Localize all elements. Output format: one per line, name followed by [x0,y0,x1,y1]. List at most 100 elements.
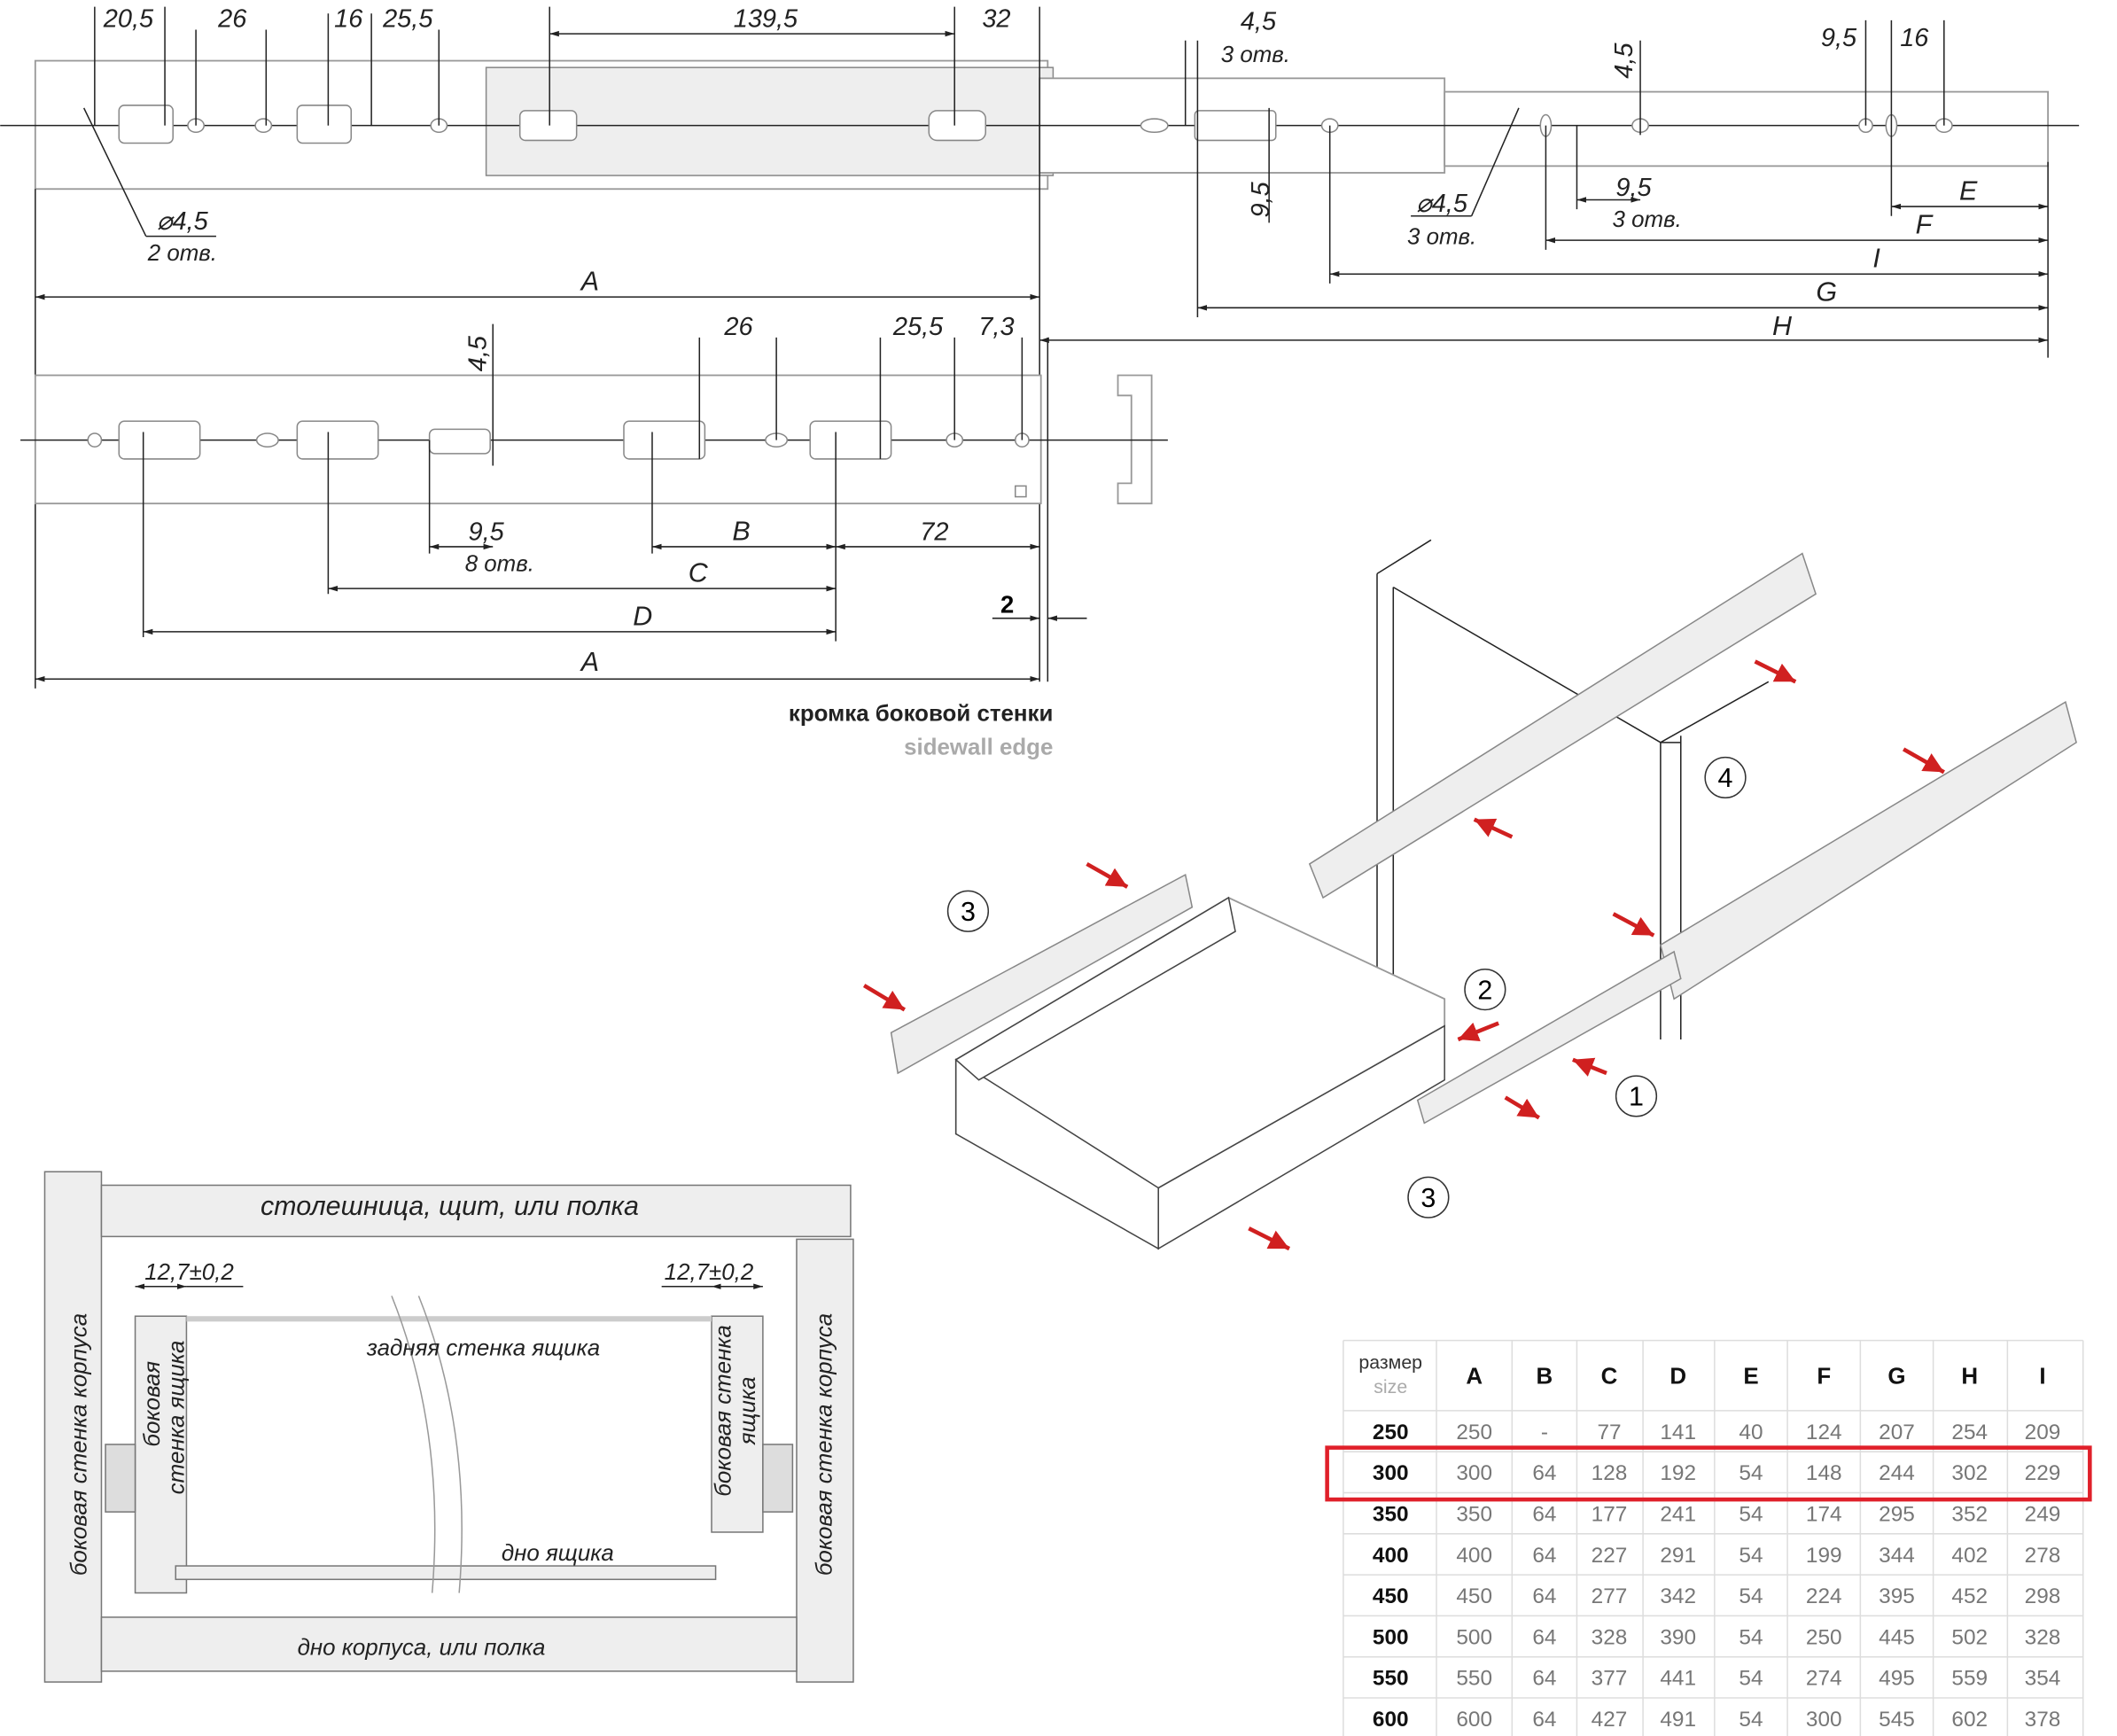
table-cell: 199 [1806,1544,1842,1568]
table-cell: 328 [1592,1625,1628,1649]
diameter-right: ⌀4,5 [1416,190,1468,218]
column-header: F [1817,1364,1831,1389]
dim-26-mid: 26 [723,313,753,341]
table-cell: 491 [1660,1708,1696,1732]
dim-25-5: 25,5 [382,4,433,33]
dim-32: 32 [982,4,1010,33]
table-cell: 328 [2025,1625,2061,1649]
table-cell: 278 [2025,1544,2061,1568]
table-cell: 350 [1456,1502,1492,1526]
table-cell: 241 [1660,1502,1696,1526]
drawer-bottom-label: дно ящика [502,1541,614,1566]
column-header: D [1669,1364,1686,1389]
column-header: E [1743,1364,1758,1389]
dim-139-5: 139,5 [734,4,798,33]
highlight-box [1325,1445,2092,1502]
table-cell: 54 [1739,1584,1763,1608]
table-cell: 64 [1532,1625,1556,1649]
dim-7-3: 7,3 [978,313,1014,341]
column-header: G [1887,1364,1905,1389]
step-1-label: 1 [1629,1082,1644,1112]
mounting-slots [118,105,1953,144]
table-cell: 450 [1456,1584,1492,1608]
table-cell: 244 [1879,1461,1915,1485]
table-cell: 54 [1739,1625,1763,1649]
cabinet-side-left-label: боковая стенка корпуса [67,1313,92,1576]
column-header: I [2039,1364,2045,1389]
table-cell: 254 [1951,1421,1988,1444]
table-cell: 128 [1592,1461,1628,1485]
header-size-en: size [1374,1376,1407,1397]
dim-B: B [732,516,750,546]
dim-G: G [1816,277,1837,307]
table-cell: 64 [1532,1544,1556,1568]
column-header: B [1537,1364,1553,1389]
step-3b-label: 3 [1420,1183,1436,1213]
drawer-side-right-label-1: боковая стенка [711,1325,736,1497]
table-cell: 500 [1456,1625,1492,1649]
table-cell: 54 [1739,1461,1763,1485]
dim-A-top: A [580,267,599,297]
table-cell: 229 [2025,1461,2061,1485]
holes-3-right: 3 отв. [1407,225,1476,250]
table-cell: 207 [1879,1421,1915,1444]
step-2-label: 2 [1477,975,1492,1005]
table-cell: 402 [1951,1544,1988,1568]
table-cell: 40 [1739,1421,1763,1444]
table-cell: 342 [1660,1584,1696,1608]
table-cell: 64 [1532,1461,1556,1485]
table-cell: 452 [1951,1584,1988,1608]
step-3-label: 3 [961,897,976,927]
table-cell: 559 [1951,1667,1988,1691]
row-size: 400 [1373,1544,1409,1568]
table-cell: 177 [1592,1502,1628,1526]
dim-9-5-mid: 9,5 [468,518,504,546]
row-size: 350 [1373,1502,1409,1526]
holes-8: 8 отв. [465,551,534,576]
table-cell: 249 [2025,1502,2061,1526]
dim-2: 2 [1000,591,1014,619]
table-cell: 224 [1806,1584,1842,1608]
edge-label-ru: кромка боковой стенки [789,701,1053,726]
cabinet-rail-drawing: 4,5 26 25,5 7,3 9,5 8 отв. B 72 C D A 2 … [20,313,2049,760]
drawer-box [954,896,1446,1250]
column-header: A [1466,1364,1483,1389]
diameter-left: ⌀4,5 [157,207,209,236]
top-dimensions: 20,5 26 16 25,5 139,5 32 4,5 3 отв. 9,5 … [103,4,1978,340]
countertop-label: столешница, щит, или полка [261,1191,639,1221]
table-cell: 141 [1660,1421,1696,1444]
column-header: H [1961,1364,1978,1389]
table-cell: 427 [1592,1708,1628,1732]
dim-D: D [633,601,652,631]
column-header: C [1601,1364,1618,1389]
dim-26: 26 [217,4,247,33]
drawer-side-left-label-2: стенка ящика [164,1341,189,1495]
gap-right-label: 12,7±0,2 [665,1260,754,1285]
table-cell: 550 [1456,1667,1492,1691]
table-cell: 54 [1739,1708,1763,1732]
dim-4-5: 4,5 [1241,8,1277,36]
dim-4-5-mid: 4,5 [464,335,493,371]
table-cell: 390 [1660,1625,1696,1649]
table-cell: 300 [1456,1461,1492,1485]
row-size: 500 [1373,1625,1409,1649]
table-cell: 54 [1739,1667,1763,1691]
edge-label-en: sidewall edge [904,736,1053,760]
step-markers: 3 4 2 1 3 [946,756,1747,1218]
step-4-label: 4 [1718,763,1733,793]
dim-9-5-vertical: 9,5 [1247,181,1275,217]
dim-4-5-vertical: 4,5 [1610,43,1638,79]
table-cell: 600 [1456,1708,1492,1732]
table-cell: 441 [1660,1667,1696,1691]
drawer-back-label: задняя стенка ящика [366,1335,600,1360]
table-cell: 395 [1879,1584,1915,1608]
row-size: 250 [1373,1421,1409,1444]
row-size: 600 [1373,1708,1409,1732]
section-view: столешница, щит, или полка 12,7±0,2 12,7… [43,1171,854,1683]
cabinet-side-right-label: боковая стенка корпуса [813,1313,837,1576]
row-size: 450 [1373,1584,1409,1608]
table-cell: 295 [1879,1502,1915,1526]
cabinet-slots [87,420,1030,498]
